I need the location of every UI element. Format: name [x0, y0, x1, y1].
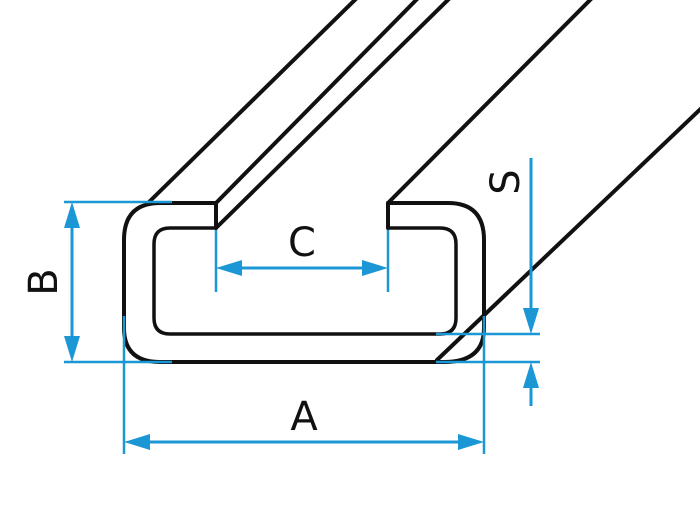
extrusion-edge-lip-left-inner	[214, 0, 451, 230]
extrusion-edge-top-left	[146, 0, 358, 205]
label-b: B	[21, 268, 67, 295]
arrow-c-left	[216, 260, 242, 276]
extension-lines	[64, 200, 540, 454]
dimension-c: C	[216, 220, 388, 276]
arrow-a-right	[458, 434, 484, 450]
extrusion-edge-bottom-right	[435, 106, 700, 362]
dimension-b: B	[21, 202, 80, 362]
rail-extrusion	[146, 0, 700, 362]
arrow-s-bottom	[523, 362, 539, 388]
arrow-a-left	[124, 434, 150, 450]
arrow-s-top	[523, 308, 539, 334]
label-s: S	[483, 169, 529, 194]
profile-inner-contour	[152, 226, 458, 336]
label-a: A	[290, 394, 318, 440]
label-c: C	[288, 220, 316, 266]
dimension-a: A	[124, 394, 484, 450]
dimension-s: S	[483, 158, 539, 406]
arrow-c-right	[362, 260, 388, 276]
extrusion-edge-lip-right	[386, 0, 593, 205]
extrusion-edge-lip-left-outer	[214, 0, 419, 205]
arrow-b-top	[64, 202, 80, 228]
arrow-b-bottom	[64, 336, 80, 362]
